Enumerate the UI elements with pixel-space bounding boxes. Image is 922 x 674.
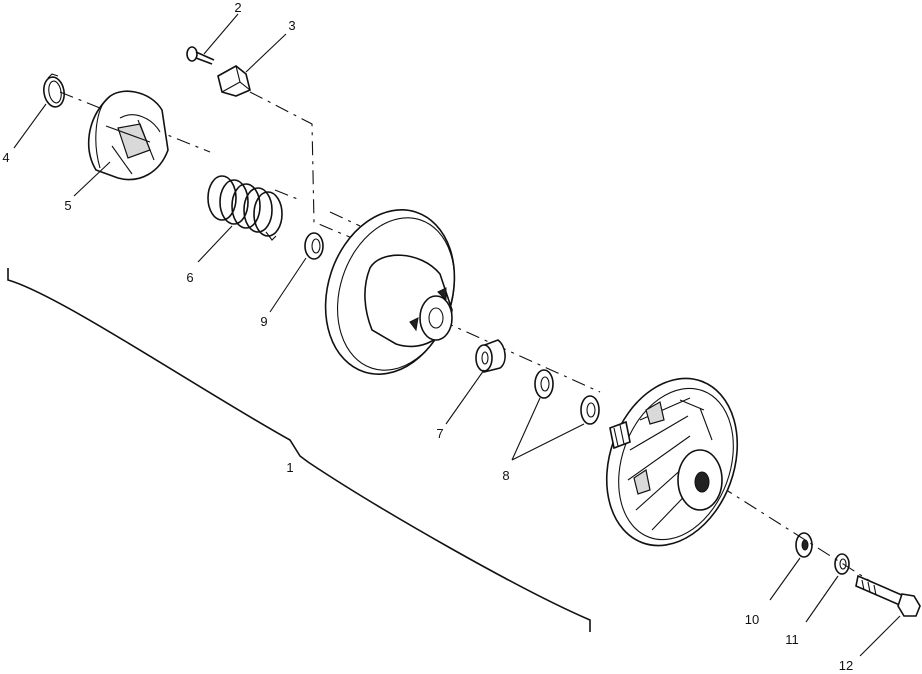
washers-part-8 (534, 369, 600, 425)
part3-leader-dash (249, 91, 353, 239)
leader-line-4 (13, 103, 47, 149)
leader-line-7 (445, 369, 485, 425)
fixed-sheave (605, 377, 739, 547)
callout-6: 6 (186, 270, 193, 285)
movable-sheave (324, 209, 456, 375)
washer-part-10 (795, 532, 813, 558)
callout-8: 8 (502, 468, 509, 483)
callout-4: 4 (2, 150, 9, 165)
leader-line-9 (269, 257, 307, 313)
callout-11: 11 (785, 632, 799, 647)
leader-line-11 (805, 575, 839, 623)
callout-12: 12 (839, 658, 853, 673)
callout-2: 2 (234, 0, 241, 15)
callout-9: 9 (260, 314, 267, 329)
leader-line-2 (203, 13, 239, 55)
leader-line-6 (197, 225, 233, 263)
callout-3: 3 (288, 18, 295, 33)
callout-1: 1 (286, 460, 293, 475)
center-axis-line (59, 91, 901, 601)
leader-line-5 (73, 161, 111, 197)
assembly-bracket (7, 268, 591, 632)
bolt-part-12 (855, 574, 921, 617)
callout-7: 7 (436, 426, 443, 441)
slider-part-3 (217, 65, 251, 97)
cam-part-5 (87, 90, 169, 181)
snap-ring-part-4 (43, 73, 65, 108)
spacer-part-7 (475, 339, 506, 374)
leader-line-3 (245, 33, 287, 73)
spring-part-6 (207, 175, 283, 241)
lock-washer-part-11 (834, 553, 850, 575)
leader-line-8 (511, 397, 585, 461)
screw-part-2 (186, 46, 215, 65)
leader-line-12 (859, 615, 901, 657)
callout-10: 10 (745, 612, 759, 627)
bushing-part-9 (304, 232, 324, 260)
callout-5: 5 (64, 198, 71, 213)
leader-line-10 (769, 557, 801, 601)
